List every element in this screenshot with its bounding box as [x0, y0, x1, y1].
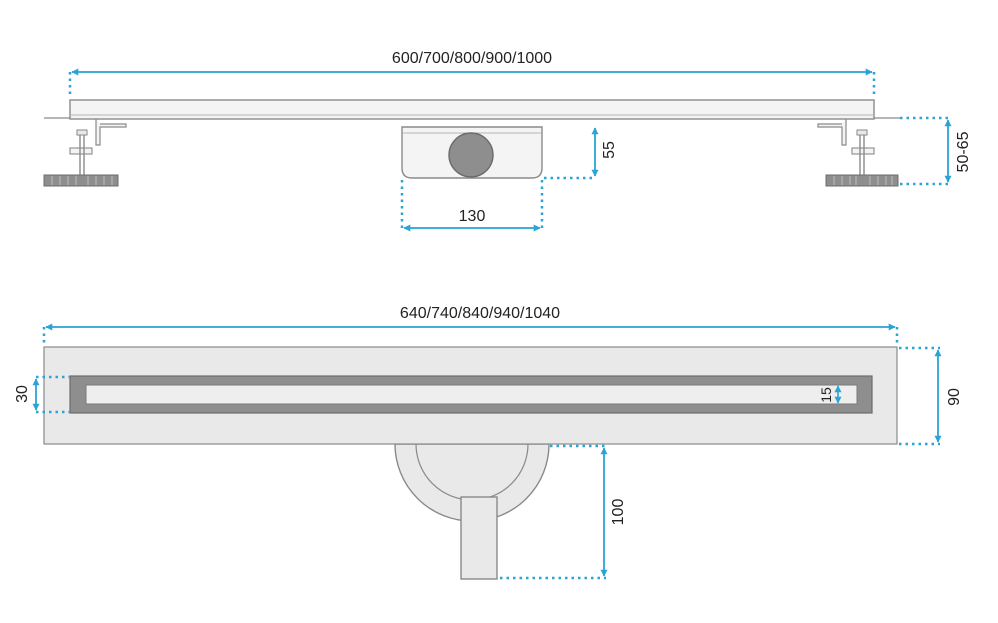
dim-slot-height: 15 — [818, 385, 842, 404]
dim-adjust-height: 50-65 — [900, 116, 972, 186]
label-adjust-height: 50-65 — [955, 131, 972, 172]
right-adjustable-foot — [817, 119, 899, 187]
label-top-length: 600/700/800/900/1000 — [392, 50, 552, 67]
left-foot-base — [43, 174, 119, 187]
dim-channel-height: 30 — [14, 375, 70, 414]
channel-body — [69, 99, 875, 120]
dim-outlet-width: 130 — [400, 180, 544, 232]
label-outlet-height: 55 — [601, 141, 618, 159]
label-bottom-length: 640/740/840/940/1040 — [400, 305, 560, 322]
dim-bottom-length: 640/740/840/940/1040 — [42, 305, 899, 345]
dim-pipe-depth: 100 — [500, 444, 627, 580]
side-view: 600/700/800/900/1000 130 55 50-65 — [43, 50, 972, 232]
dim-outlet-height: 55 — [544, 127, 618, 180]
label-slot-height: 15 — [818, 387, 834, 403]
outlet-pipe-circle — [448, 132, 494, 178]
left-adjustable-foot — [43, 119, 127, 187]
channel-slot — [85, 384, 858, 405]
dim-top-length: 600/700/800/900/1000 — [68, 50, 876, 98]
drain-outlet-pipe — [394, 443, 550, 580]
label-outlet-width: 130 — [459, 208, 486, 225]
dim-total-height: 90 — [899, 346, 963, 446]
outlet-box — [401, 126, 543, 179]
top-down-view: 640/740/840/940/1040 30 15 90 100 — [14, 305, 963, 580]
vertical-pipe — [460, 496, 498, 580]
label-total-height: 90 — [946, 388, 963, 406]
label-pipe-depth: 100 — [610, 499, 627, 526]
right-foot-base — [825, 174, 899, 187]
label-channel-height: 30 — [14, 385, 31, 403]
